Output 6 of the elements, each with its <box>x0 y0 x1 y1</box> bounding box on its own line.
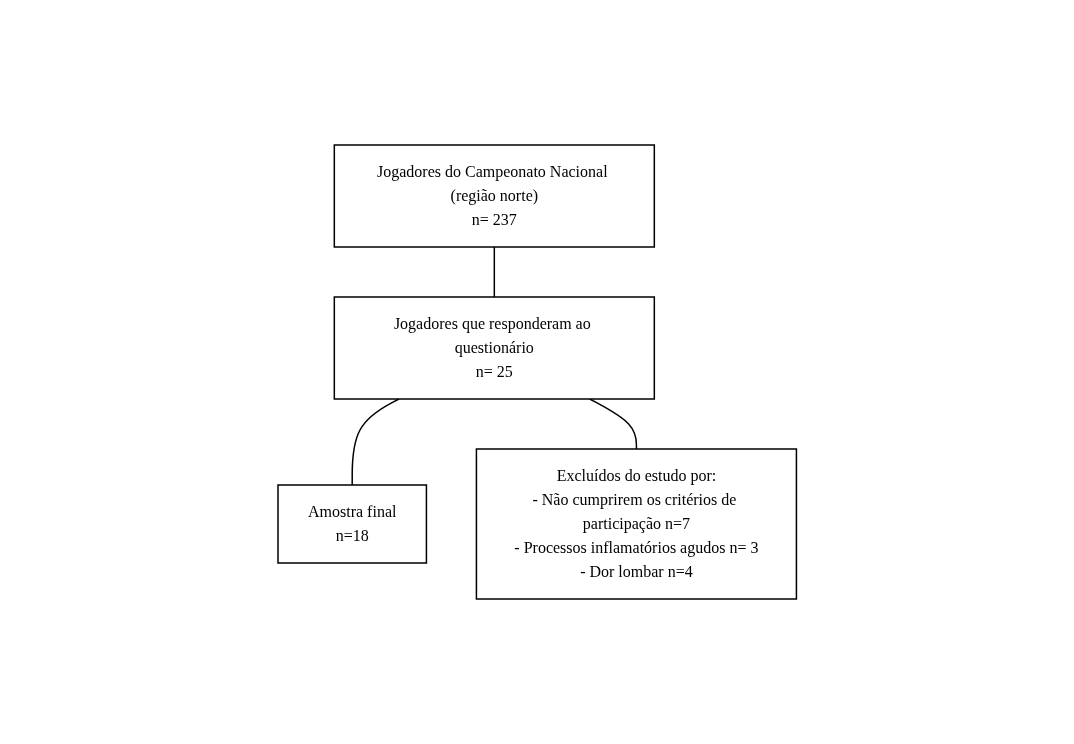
connector <box>351 398 400 486</box>
node-box: Jogadores que responderam ao questionário n= 25 <box>333 296 655 400</box>
node-box: Jogadores do Campeonato Nacional (região norte) n= 237 <box>333 144 655 248</box>
connector <box>493 246 495 298</box>
node-box: Amostra final n=18 <box>277 484 427 564</box>
node-box: Excluídos do estudo por: - Não cumprirem os critérios de participação n=7 - Processos inflamatórios agudos n= 3 - Dor lombar n=4 <box>475 448 797 600</box>
